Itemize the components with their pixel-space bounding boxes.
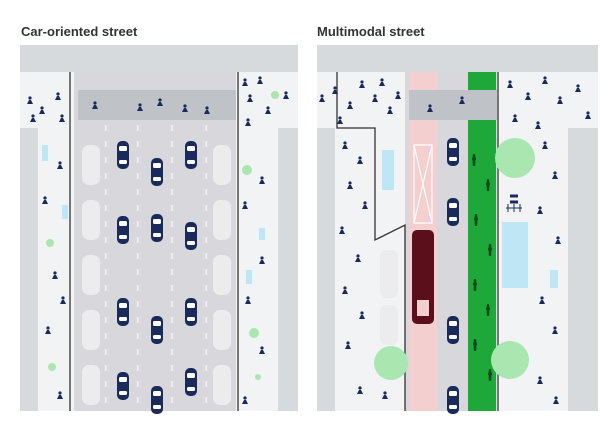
car-icon — [447, 138, 459, 166]
bike-lane — [468, 72, 496, 411]
tree-icon — [374, 346, 408, 380]
building-right-right-panel — [568, 128, 598, 411]
parking-spots-right — [213, 145, 231, 405]
car-icon — [185, 222, 197, 250]
curb-left-multimodal — [336, 72, 406, 411]
building-top-left — [20, 45, 298, 72]
bus-icon — [412, 230, 434, 324]
panel-title-car-oriented: Car-oriented street — [21, 24, 138, 39]
building-left — [20, 128, 38, 411]
bike-rack-icon — [506, 204, 522, 212]
car-icon — [447, 316, 459, 344]
car-icon — [185, 141, 197, 169]
building-top-right-panel — [317, 45, 598, 72]
shrubs-left-panel — [46, 91, 279, 380]
car-icon — [151, 158, 163, 186]
trees — [374, 138, 535, 380]
car-icon — [185, 298, 197, 326]
car-icon — [117, 141, 129, 169]
car-icon — [117, 372, 129, 400]
parking-spots-multimodal — [380, 250, 398, 345]
planters-multimodal — [382, 150, 558, 288]
building-right — [278, 128, 298, 411]
car-icon — [151, 214, 163, 242]
car-icon — [185, 368, 197, 396]
car-icon — [447, 386, 459, 414]
bike-racks-left-panel — [42, 145, 265, 284]
car-icon — [151, 316, 163, 344]
car-icon — [447, 198, 459, 226]
tree-icon — [495, 138, 535, 178]
multimodal-panel — [317, 45, 598, 414]
parking-spots-left — [82, 145, 100, 405]
crosswalk — [78, 90, 236, 120]
building-left-right-panel — [317, 128, 335, 411]
car-oriented-panel — [20, 45, 298, 414]
tree-icon — [491, 341, 529, 379]
car-icon — [151, 386, 163, 414]
panel-title-multimodal: Multimodal street — [317, 24, 425, 39]
car-icon — [117, 216, 129, 244]
car-icon — [117, 298, 129, 326]
sidewalk-right — [240, 128, 278, 411]
crosswalk-multimodal — [409, 90, 497, 120]
